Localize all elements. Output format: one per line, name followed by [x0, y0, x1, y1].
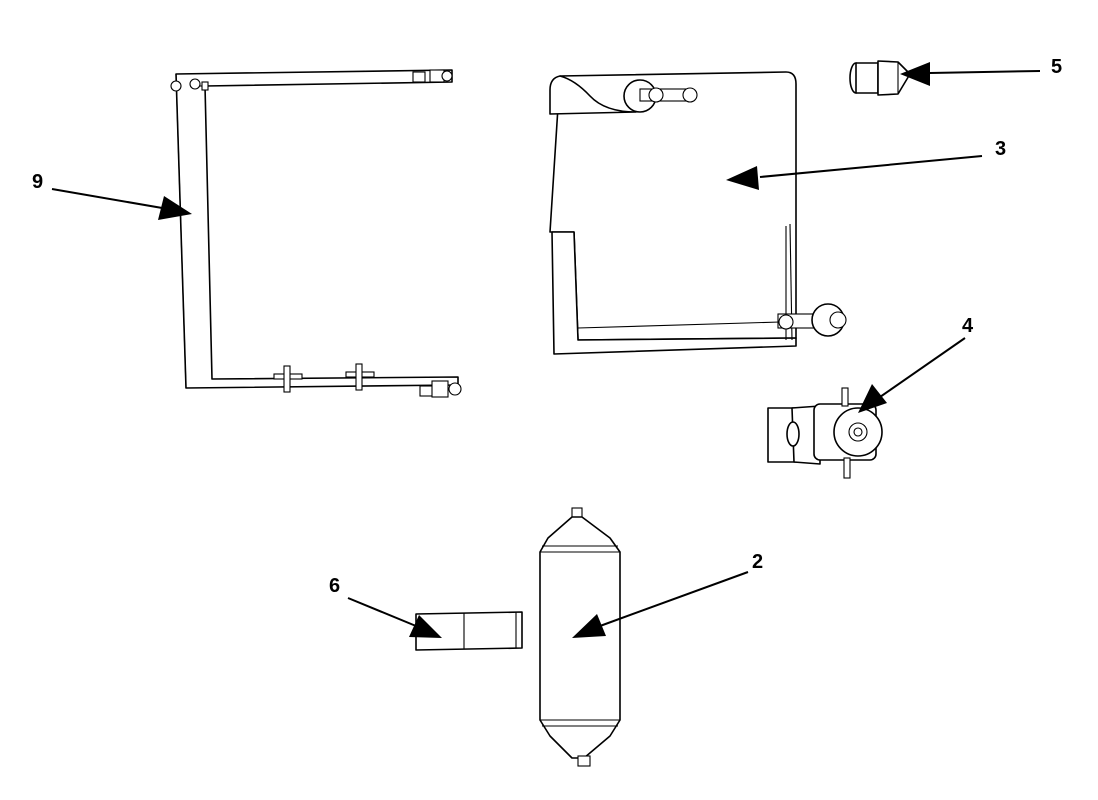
callout-9: 9: [32, 171, 44, 193]
part-4-valve: [767, 387, 883, 479]
leader-2: [572, 571, 749, 638]
part-6-sleeve: [415, 611, 523, 651]
leader-5: [900, 62, 1041, 86]
callout-6: 6: [329, 575, 341, 597]
part-9-bracket: [170, 69, 462, 398]
leader-4: [858, 337, 966, 413]
part-5-fitting: [849, 60, 911, 96]
part-3-plate: [549, 71, 847, 355]
callout-5: 5: [1051, 56, 1063, 78]
leader-3: [726, 155, 983, 190]
callout-3: 3: [995, 138, 1007, 160]
callout-2: 2: [752, 551, 764, 573]
leader-9: [51, 188, 192, 220]
leader-6: [347, 597, 442, 638]
callout-4: 4: [962, 315, 974, 337]
